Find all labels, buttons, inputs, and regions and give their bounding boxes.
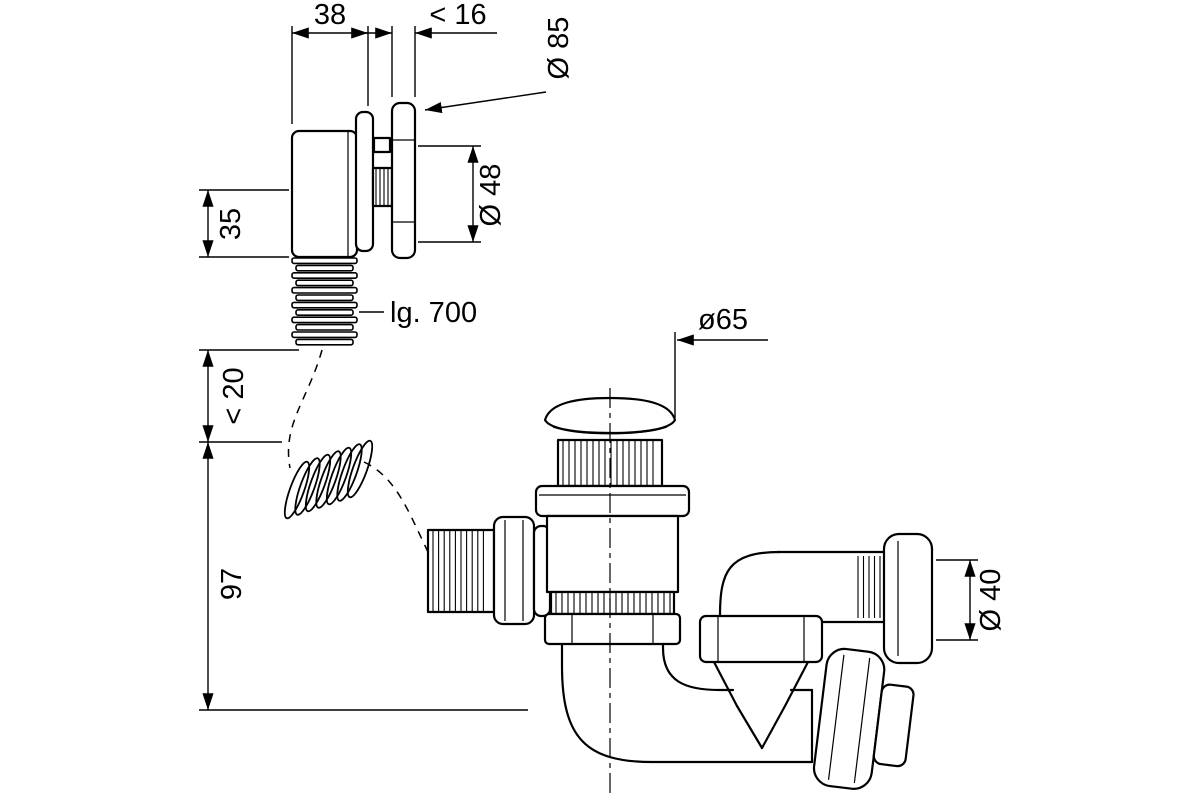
drain-neck-threads [562,441,654,485]
overflow-body [290,129,359,259]
dim-label-38: 38 [314,0,346,31]
dim-label-48: Ø 48 [475,164,507,227]
branch-cone [735,704,764,750]
waste-elbow-inner [661,642,735,692]
dim-label-20: < 20 [218,367,250,424]
drain-body-thread [549,590,676,616]
leader-line-85 [424,91,547,114]
outlet-nut-facet [853,657,871,784]
outlet-nut-facet [827,654,845,780]
dim-label-35: 35 [215,208,247,240]
drain-body-thread-lines [555,593,671,613]
inlet-thread-lines [432,531,484,611]
waste-elbow-outer [560,642,814,764]
branch-threads [857,556,881,618]
drain-nut [543,612,682,646]
overflow-assembly [290,101,417,346]
dim-label-40: Ø 40 [975,569,1007,632]
dim-label-65: ø65 [698,304,748,336]
hose-coil [283,439,374,520]
branch-nut [698,614,824,664]
dim-label-16: < 16 [429,0,486,31]
hose-route-curve [287,349,323,469]
overflow-hose [291,257,358,346]
dim-label-lg700: lg. 700 [390,297,477,329]
outlet-stub [872,683,915,768]
branch-funnel [783,660,810,708]
branch-elbow-outer [718,550,782,618]
overflow-wall-flange [882,532,934,665]
overflow-branch [698,532,934,750]
hose-route [283,349,431,557]
overflow-screw [372,136,392,154]
drain-assembly [534,396,814,764]
dimensions: 38 < 16 Ø 85 Ø 48 35 lg. 700 < 20 97 [199,0,1007,711]
outlet-nut [812,647,886,790]
branch-funnel [712,660,739,708]
inlet-nut [492,515,536,626]
drain-flange [534,484,691,518]
overflow-stem-threads [375,168,389,206]
overflow-flange [390,101,417,260]
inlet-tailpiece [426,515,552,626]
dim-label-97: 97 [216,568,248,600]
overflow-gasket [354,110,375,253]
branch-cone [760,704,787,750]
dim-label-85: Ø 85 [543,17,575,80]
outlet-fitting [812,647,915,790]
drain-body [545,514,680,594]
hose-route-curve [363,461,431,557]
